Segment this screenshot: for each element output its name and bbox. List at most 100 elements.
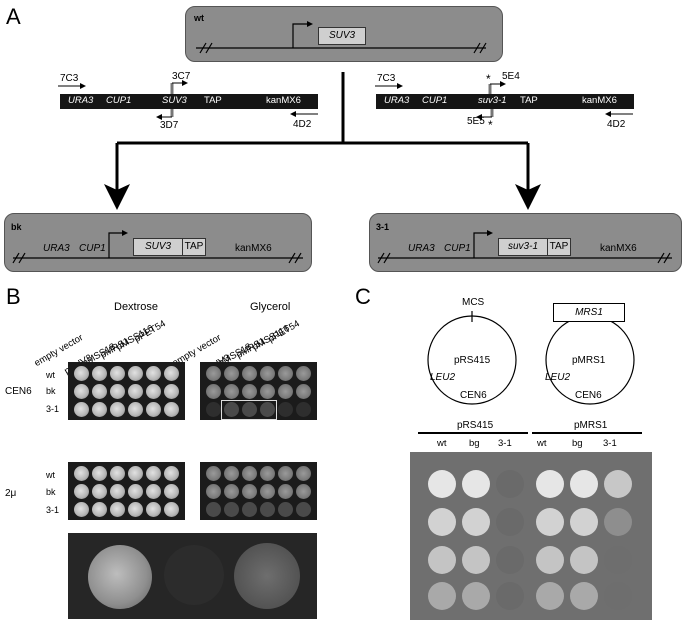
group-pmrs1: pMRS1 — [574, 420, 608, 431]
colony-spot — [92, 466, 107, 481]
panel-label-c: C — [355, 284, 371, 309]
bk-construct-box: bk URA3 CUP1 SUV3 TAP kanMX6 — [4, 213, 312, 272]
colony-spot — [92, 384, 107, 399]
plate-cen6-dextrose — [68, 362, 185, 420]
dilution-spot — [428, 582, 456, 610]
dextrose-heading: Dextrose — [114, 301, 159, 313]
colony-spot — [146, 484, 161, 499]
colony-spot — [278, 466, 293, 481]
colony-spot — [206, 502, 221, 517]
wt-locus-line — [196, 21, 487, 54]
colony-spot — [164, 366, 179, 381]
colony-spot — [242, 502, 257, 517]
zoom-colony-2 — [164, 545, 224, 605]
colony-spot — [224, 384, 239, 399]
wt-suv3-gene: SUV3 — [318, 27, 366, 45]
dilution-spot — [604, 582, 632, 610]
panel-a-arrows — [104, 72, 541, 210]
bk-kanmx6: kanMX6 — [235, 243, 272, 254]
colony-spot — [278, 484, 293, 499]
bk-label: bk — [11, 222, 22, 232]
plate-cen6-glycerol — [200, 362, 317, 420]
colony-spot — [92, 502, 107, 517]
mutant-cup1: CUP1 — [444, 243, 471, 254]
wt-construct-box: wt SUV3 — [185, 6, 503, 62]
pmrs1-leu2: LEU2 — [545, 372, 571, 383]
dilution-spot — [462, 546, 490, 574]
c-strain-bg-left: bg — [469, 438, 480, 449]
primer-arrow-3d7 — [156, 109, 174, 120]
strain-wt-cen6: wt — [46, 370, 55, 380]
primer-5e4: 5E4 — [502, 71, 520, 82]
prs415-plasmid-map — [427, 311, 517, 405]
highlight-box — [221, 400, 277, 420]
panel-label-b: B — [6, 284, 21, 309]
colony-spot — [278, 384, 293, 399]
colony-spot — [110, 402, 125, 417]
c-strain-wt-left: wt — [437, 438, 447, 449]
mutant-label: 3-1 — [376, 222, 390, 232]
colony-spot — [110, 502, 125, 517]
left-kanmx6: kanMX6 — [266, 95, 301, 106]
colony-spot — [92, 484, 107, 499]
primer-arrow-4d2-left — [290, 111, 318, 117]
bk-suv3-gene: SUV3 — [133, 238, 183, 256]
group-prs415-bar — [418, 432, 528, 434]
primer-arrow-5e5: * — [476, 109, 494, 129]
zoom-colony-1 — [88, 545, 152, 609]
colony-spot — [278, 502, 293, 517]
bk-tap: TAP — [182, 238, 206, 256]
right-cup1: CUP1 — [422, 95, 448, 106]
colony-spot — [164, 466, 179, 481]
colony-spot — [242, 366, 257, 381]
colony-spot — [278, 402, 293, 417]
zoom-plate — [68, 533, 317, 619]
colony-spot — [224, 502, 239, 517]
plate-2mu-dextrose — [68, 462, 185, 520]
right-construct-bar: URA3 CUP1 suv3-1 TAP kanMX6 — [376, 94, 634, 109]
dilution-spot — [462, 470, 490, 498]
colony-spot — [260, 402, 275, 417]
svg-text:*: * — [488, 118, 493, 129]
prs415-cen6: CEN6 — [460, 390, 487, 401]
colony-spot — [92, 366, 107, 381]
cen6-label: CEN6 — [5, 386, 32, 397]
svg-text:*: * — [486, 72, 491, 86]
primer-4d2-left: 4D2 — [293, 119, 312, 130]
left-ura3: URA3 — [68, 95, 94, 106]
colony-spot — [128, 466, 143, 481]
c-strain-3-1-left: 3-1 — [498, 438, 512, 449]
pmrs1-cen6: CEN6 — [575, 390, 602, 401]
colony-spot — [206, 366, 221, 381]
primer-arrow-7c3-left — [58, 83, 86, 89]
group-pmrs1-bar — [532, 432, 642, 434]
colony-spot — [128, 502, 143, 517]
colony-spot — [110, 384, 125, 399]
right-kanmx6: kanMX6 — [582, 95, 617, 106]
colony-spot — [146, 402, 161, 417]
colony-spot — [110, 366, 125, 381]
dilution-spot — [496, 546, 524, 574]
colony-spot — [206, 466, 221, 481]
colony-spot — [260, 502, 275, 517]
mutant-kanmx6: kanMX6 — [600, 243, 637, 254]
c-strain-3-1-right: 3-1 — [603, 438, 617, 449]
bk-cup1: CUP1 — [79, 243, 106, 254]
dilution-spot — [570, 546, 598, 574]
colony-spot — [164, 402, 179, 417]
colony-spot — [74, 502, 89, 517]
colony-spot — [146, 502, 161, 517]
colony-spot — [146, 466, 161, 481]
c-strain-bg-right: bg — [572, 438, 583, 449]
dilution-spot — [604, 546, 632, 574]
primer-3d7: 3D7 — [160, 120, 179, 131]
colony-spot — [110, 484, 125, 499]
dilution-spot — [570, 470, 598, 498]
colony-spot — [296, 402, 311, 417]
dilution-spot — [462, 508, 490, 536]
colony-spot — [224, 484, 239, 499]
bk-locus-line — [12, 230, 303, 264]
colony-spot — [260, 466, 275, 481]
dilution-spot — [462, 582, 490, 610]
dilution-spot — [496, 582, 524, 610]
